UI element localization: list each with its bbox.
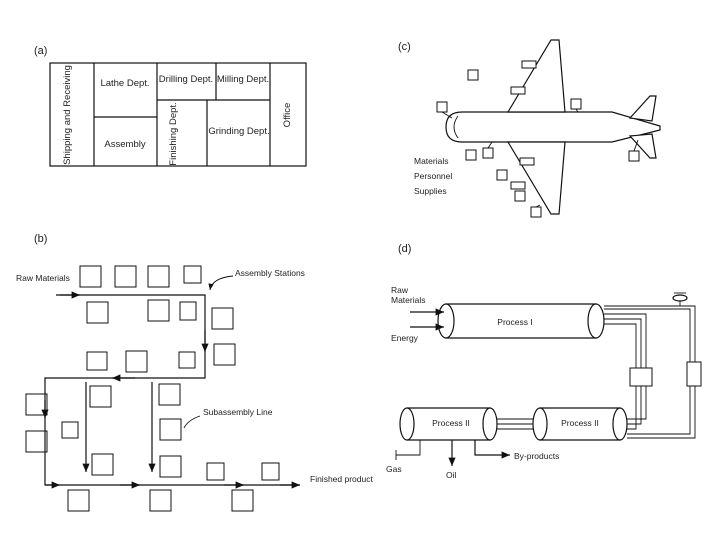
gas-line [396, 440, 421, 456]
label-assembly-stations: Assembly Stations [235, 268, 305, 278]
valve [672, 294, 688, 302]
label-raw-materials: Raw Materials [16, 273, 70, 283]
panel-b-label: (b) [34, 233, 47, 245]
layout-outline [49, 62, 307, 167]
dept-office: Office [282, 103, 293, 128]
airplane-fuselage [445, 111, 661, 143]
legend-supplies: Supplies [414, 186, 447, 196]
label-by-products: By-products [514, 451, 559, 461]
panel-c-fixed-position: (c) Ma [398, 39, 661, 218]
assembly-stations [25, 265, 280, 512]
panel-c-label: (c) [398, 41, 411, 53]
airplane-lower-wing [506, 141, 566, 215]
label-process-2b: Process II [561, 418, 599, 428]
dept-grinding: Grinding Dept. [208, 126, 269, 137]
label-finished-product: Finished product [310, 474, 373, 484]
panel-a-label: (a) [34, 45, 47, 57]
legend-personnel: Personnel [414, 171, 452, 181]
supply-stations [436, 69, 640, 218]
dept-finishing: Finishing Dept. [168, 102, 179, 165]
label-gas: Gas [386, 464, 402, 474]
heat-exchanger [629, 367, 653, 387]
pump-unit [686, 361, 702, 387]
label-energy: Energy [391, 333, 419, 343]
panel-d-label: (d) [398, 243, 411, 255]
airplane-upper-tail [628, 95, 657, 122]
dept-shipping-receiving: Shipping and Receiving [62, 65, 73, 165]
dept-milling: Milling Dept. [217, 74, 269, 85]
airplane-lower-tail [628, 133, 657, 159]
panel-d-continuous-process: (d) Process I Process II Process II [386, 243, 702, 480]
airplane-upper-wing [506, 39, 566, 113]
label-process-2a: Process II [432, 418, 470, 428]
label-subassembly-line: Subassembly Line [203, 407, 273, 417]
label-oil: Oil [446, 470, 457, 480]
panel-b-assembly-line: (b) [16, 233, 373, 512]
label-process-1: Process I [497, 317, 532, 327]
legend-materials: Materials [414, 156, 448, 166]
dept-assembly: Assembly [104, 139, 145, 150]
dept-drilling: Drilling Dept. [159, 74, 213, 85]
dept-lathe: Lathe Dept. [100, 78, 149, 89]
panel-a-process-layout: (a) Shipping and Receiving Lathe Dept. A… [34, 45, 307, 167]
